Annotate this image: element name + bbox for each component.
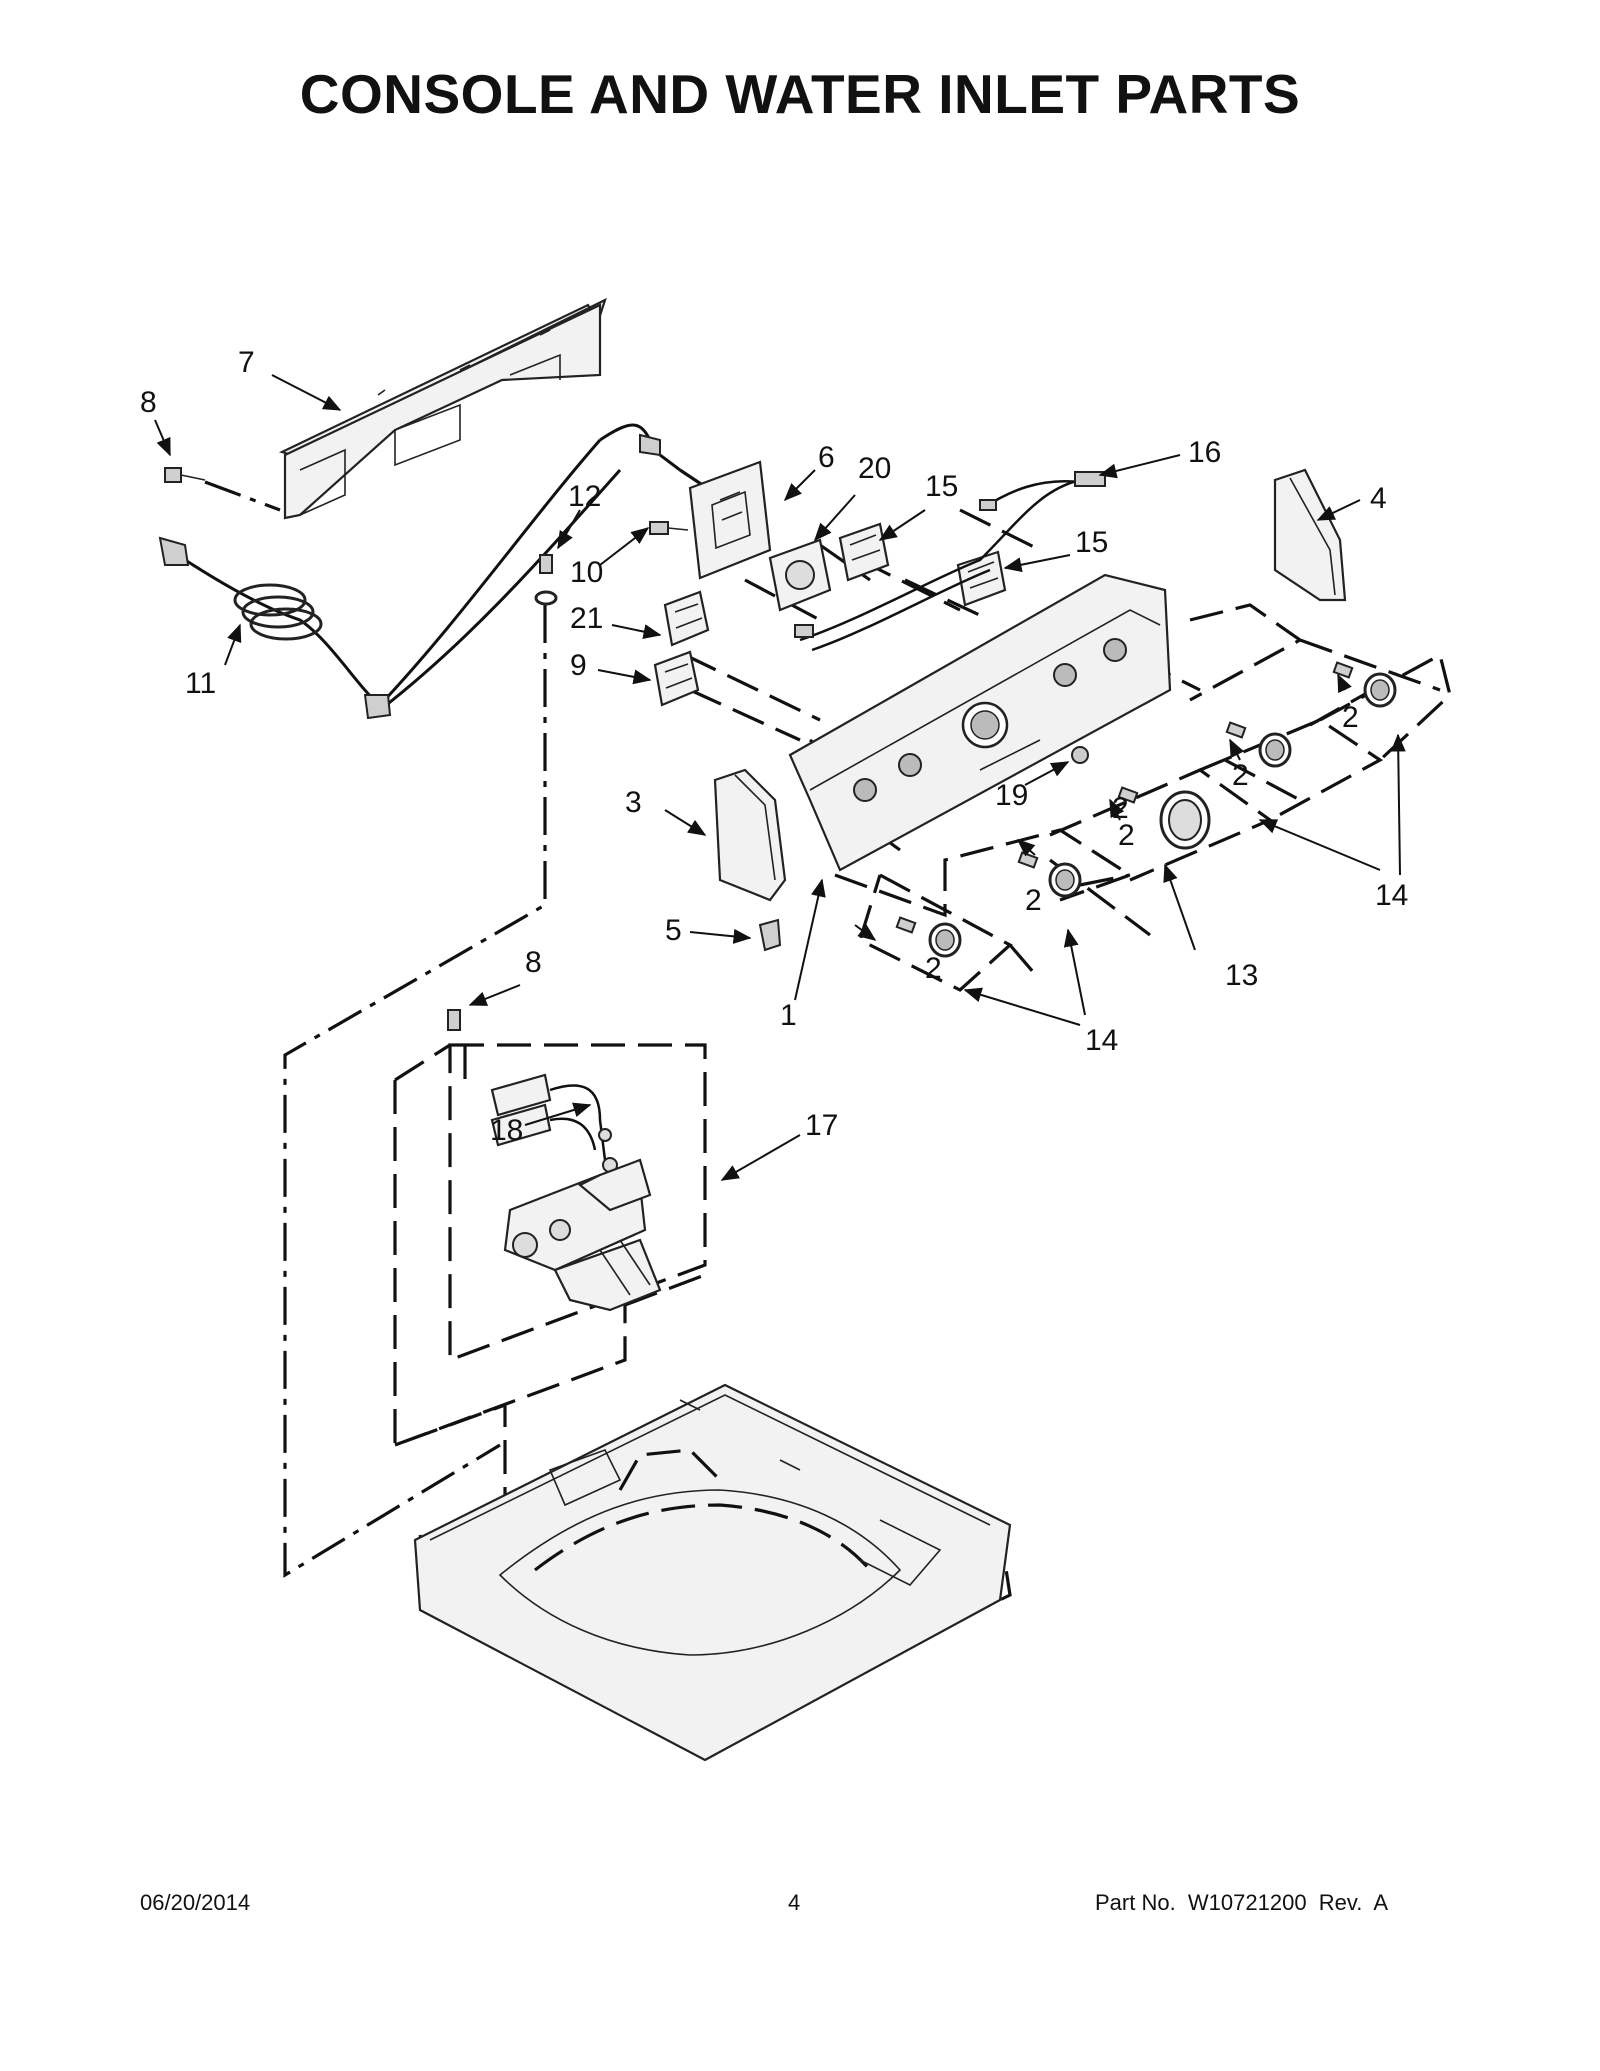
callout-2-d: 2: [1112, 792, 1129, 825]
callout-8-top: 8: [140, 386, 157, 419]
callout-2-c: 2: [1118, 819, 1135, 852]
callout-21: 21: [570, 602, 603, 635]
page-title: CONSOLE AND WATER INLET PARTS: [299, 63, 1301, 125]
clip: [758, 918, 782, 952]
selector-switch-21: [663, 590, 710, 647]
valve-wire-harness: [490, 1073, 618, 1173]
callout-10: 10: [570, 556, 603, 589]
wire-harness: [794, 471, 1106, 652]
selector-switch-9: [653, 650, 700, 707]
callout-2-b: 2: [1025, 884, 1042, 917]
callout-7: 7: [238, 346, 255, 379]
callout-5: 5: [665, 914, 682, 947]
footer-date: 06/20/2014: [140, 1890, 251, 1915]
indicator-lens: [1071, 746, 1089, 764]
console-end-cap-left: [713, 768, 787, 902]
console-end-cap-right: [1273, 468, 1347, 602]
ground-screw: [534, 554, 558, 606]
callout-18: 18: [490, 1114, 523, 1147]
screw-lower: [447, 1009, 461, 1031]
control-console: [788, 573, 1172, 872]
knob-3: [1117, 786, 1139, 804]
callout-17: 17: [805, 1109, 838, 1142]
electronic-control-board: [688, 460, 772, 580]
callout-15-b: 15: [1075, 526, 1108, 559]
cycle-encoder: [768, 538, 832, 612]
footer-page-number: 4: [788, 1890, 801, 1915]
timer-knob: [1159, 790, 1211, 850]
water-inlet-valve: [503, 1158, 662, 1312]
guide-lines: [283, 468, 1452, 1747]
callout-13: 13: [1225, 959, 1258, 992]
screw-top: [164, 467, 281, 512]
rear-console-panel: [278, 297, 607, 520]
rotary-switch-a: [838, 522, 890, 582]
screw-board: [649, 521, 689, 535]
callout-1: 1: [780, 999, 797, 1032]
callout-16: 16: [1188, 436, 1221, 469]
knob-1: [895, 916, 962, 958]
footer-part-number: Part No. W10721200 Rev. A: [1095, 1890, 1389, 1915]
cabinet-top: [413, 1383, 1012, 1762]
callout-leaders: [154, 374, 1406, 1181]
callout-12: 12: [568, 480, 601, 513]
callout-19: 19: [995, 779, 1028, 812]
callout-4: 4: [1370, 482, 1387, 515]
callout-9: 9: [570, 649, 587, 682]
callout-labels: 7 8 12 10 11 6 20 15 16 15 4 21 9 3 5 1 …: [140, 346, 1408, 1147]
callout-14-b: 14: [1085, 1024, 1118, 1057]
callout-14-a: 14: [1375, 879, 1408, 912]
callout-8-lower: 8: [525, 946, 542, 979]
callout-15-a: 15: [925, 470, 958, 503]
callout-2-e: 2: [1232, 759, 1249, 792]
callout-2-a: 2: [925, 952, 942, 985]
callout-6: 6: [818, 441, 835, 474]
callout-3: 3: [625, 786, 642, 819]
power-cord: [158, 423, 681, 720]
callout-2-f: 2: [1342, 701, 1359, 734]
knob-4: [1225, 721, 1292, 768]
callout-20: 20: [858, 452, 891, 485]
callout-11: 11: [185, 667, 216, 700]
